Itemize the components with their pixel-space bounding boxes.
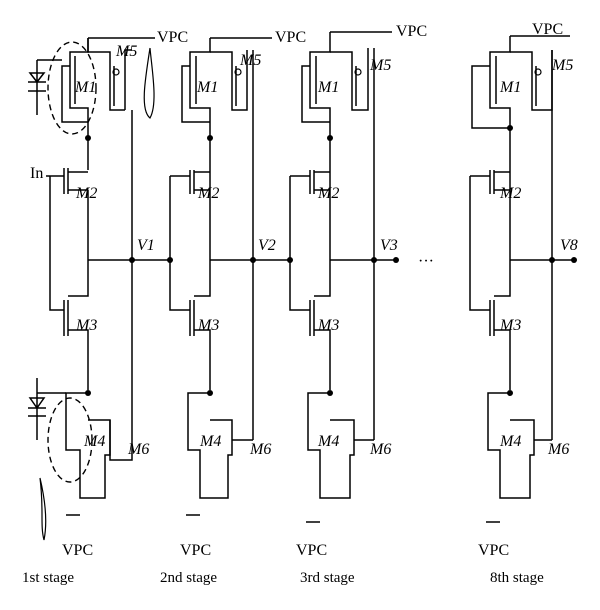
stage8-m4-transistor [487,392,552,499]
stage-8: VPC M1 M5 M2 V8 M3 M4 M6 VPC 8th stage [469,21,578,586]
stage8-v8-label: V8 [560,237,578,254]
stage8-vpc-bottom-label: VPC [478,542,509,559]
stage2-m6-label: M6 [249,441,271,458]
stage1-m5-gate-bubble [112,68,120,76]
stage3-m3-transistor [309,260,331,390]
stage3-vpc-top-label: VPC [396,23,427,40]
stage3-m2-label: M2 [317,185,339,202]
stage8-m1-loop [471,56,510,129]
stage2-vpc-bottom-label: VPC [180,542,211,559]
stage2-m5-transistor [210,50,248,111]
stage1-caption: 1st stage [22,570,74,586]
stage1-m6-link [109,420,133,461]
stage3-m2-transistor [309,122,331,260]
stage2-m1-label: M1 [196,79,218,96]
stage8-m3-transistor [489,260,511,390]
stage2-m1-loop [181,56,210,123]
stage3-gate-link [289,175,310,311]
stage2-caption: 2nd stage [160,570,217,586]
stage1-m2-m3-gate-link [49,176,64,311]
stage2-m4-transistor [187,392,253,499]
stage3-m6-label: M6 [369,441,391,458]
stage3-m3-label: M3 [317,317,339,334]
stage-ellipsis: ··· [418,253,434,270]
stage1-v1-label: V1 [137,237,155,254]
stage2-v2-label: V2 [258,237,276,254]
stage8-m3-label: M3 [499,317,521,334]
stage1-m5-source [124,49,132,110]
stage2-vpc-top-label: VPC [275,29,306,46]
stage8-m2-transistor [489,122,511,260]
stage8-m4-label: M4 [499,433,521,450]
stage1-m5-label: M5 [115,43,137,60]
stage3-vpc-bottom-label: VPC [296,542,327,559]
stage2-m3-label: M3 [197,317,219,334]
stage1-m5-curl [143,47,155,119]
stage3-m5-transistor [330,48,369,111]
stage2-m3-transistor [189,260,211,390]
stage1-vpc-top-label: VPC [157,29,188,46]
stage3-m1-loop [301,56,330,123]
stage-3: VPC M1 M5 M2 V3 ··· M3 M4 M6 VPC 3rd sta… [289,23,434,586]
stage3-m4-label: M4 [317,433,339,450]
stage2-m5-label: M5 [239,52,261,69]
stage1-m4-highlight [47,397,93,483]
stage-2: VPC M1 M5 M2 V2 M3 M4 M6 VPC 2nd stage [160,29,306,586]
stage8-m5-label: M5 [551,57,573,74]
stage3-caption: 3rd stage [300,570,355,586]
stage2-m4-label: M4 [199,433,221,450]
stage8-m1-label: M1 [499,79,521,96]
stage3-m1-label: M1 [317,79,339,96]
stage3-m4-transistor [307,392,374,499]
stage2-m2-label: M2 [197,185,219,202]
stage1-m3-label: M3 [75,317,97,334]
stage3-m5-label: M5 [369,57,391,74]
stage1-m3-transistor [63,260,89,390]
stage2-m2-transistor [189,122,211,260]
photodiode-icon [28,60,46,115]
stage2-m1-transistor [189,38,211,122]
stage1-m4-label: M4 [83,433,105,450]
stage3-m1-transistor [309,32,331,122]
stage1-m6-label: M6 [127,441,149,458]
stage1-m1-loop [61,65,88,123]
stage1-m4-curl [39,477,47,541]
stage1-m1-label: M1 [74,79,96,96]
stage3-v3-label: V3 [380,237,398,254]
photodiode-icon [28,378,46,440]
stage1-m2-label: M2 [75,185,97,202]
stage1-m5-body [109,62,125,111]
stage8-m1-transistor [489,36,511,122]
stage1-vpc-bottom-label: VPC [62,542,93,559]
stage-1: VPC M1 M5 In M2 V1 M3 [22,29,188,586]
stage1-m5-drain [87,38,111,62]
stage8-caption: 8th stage [490,570,544,586]
stage8-gate-link [469,175,490,311]
stage8-vpc-top-label: VPC [532,21,563,38]
stage1-m2-transistor [46,168,89,260]
stage8-m6-label: M6 [547,441,569,458]
stage2-gate-link [169,175,190,311]
stage8-m2-label: M2 [499,185,521,202]
stage1-m1-highlight [47,41,97,135]
stage1-input-label: In [30,165,43,182]
